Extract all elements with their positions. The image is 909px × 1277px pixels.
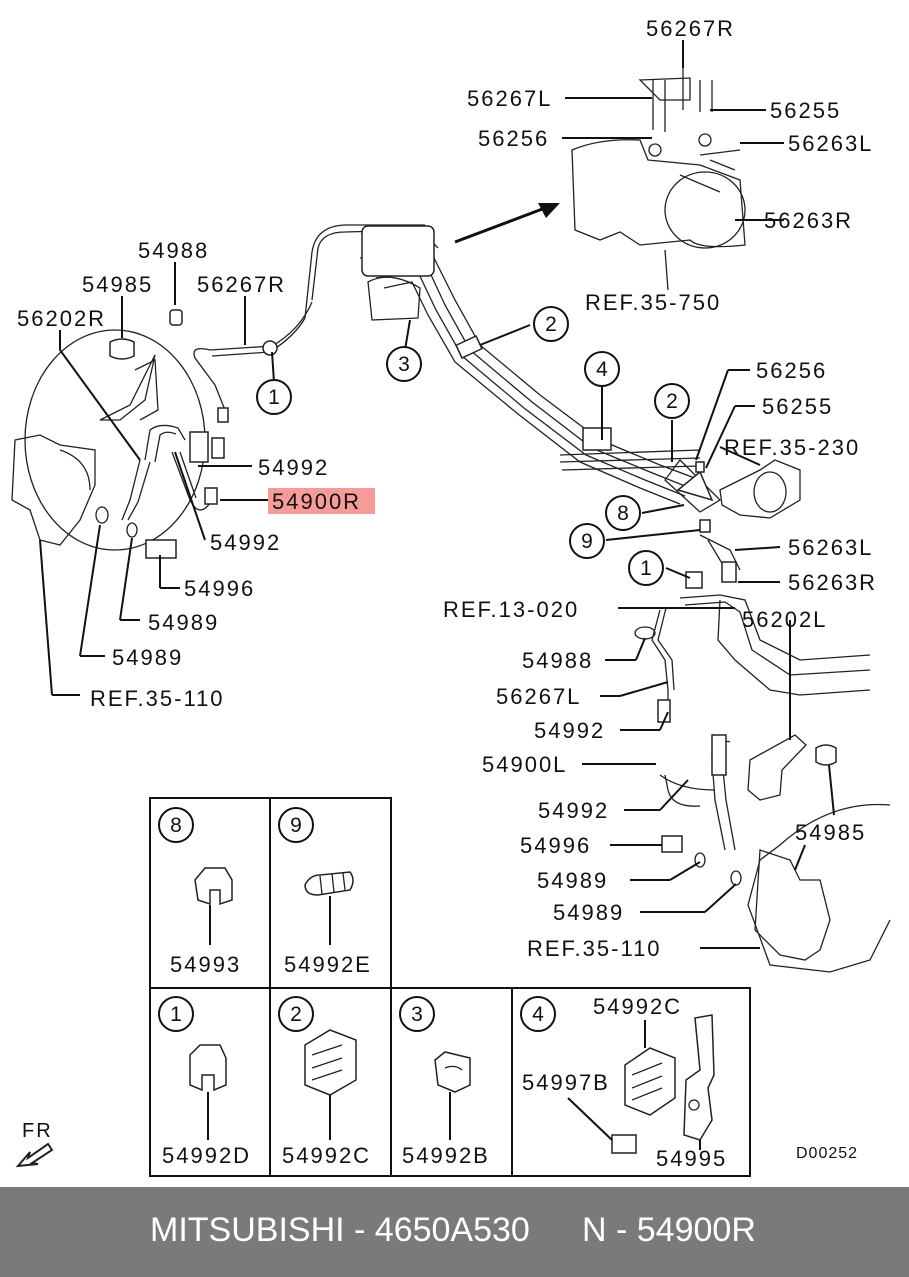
svg-text:3: 3 (411, 1003, 423, 1026)
label-54989-c: 54989 (537, 868, 608, 893)
label-56263L-mid: 56263L (788, 535, 873, 560)
label-54992-d: 54992 (538, 798, 609, 823)
label-56267L-top: 56267L (467, 86, 552, 111)
footer-bar: MITSUBISHI - 4650A530 N - 54900R (0, 1187, 909, 1277)
label-56263R-mid: 56263R (788, 570, 877, 595)
svg-text:8: 8 (617, 502, 629, 525)
circle-2-a: 2 (533, 306, 569, 342)
callout-labels: 56267R 56267L 56255 56256 56263L 56263R … (17, 16, 877, 961)
label-ref-35-110-left: REF.35-110 (90, 686, 225, 711)
master-cylinder-assembly (571, 60, 746, 291)
pipe-56267R-left (193, 301, 313, 423)
svg-text:2: 2 (290, 1003, 302, 1026)
label-56267R-left: 56267R (197, 272, 286, 297)
svg-text:4: 4 (532, 1003, 544, 1026)
label-54996-right: 54996 (520, 833, 591, 858)
parts-diagram: 56267R 56267L 56255 56256 56263L 56263R … (11, 16, 891, 1177)
inset-part-54992C-b: 54992C (593, 994, 682, 1019)
brake-line-bundle (304, 224, 701, 505)
inset-cell-3: 3 54992B (399, 996, 490, 1168)
svg-text:1: 1 (170, 1003, 182, 1026)
svg-text:2: 2 (545, 313, 557, 336)
inset-cell-9: 9 54992E (278, 807, 372, 977)
highlight-54900R (268, 488, 375, 514)
inset-part-54997B: 54997B (522, 1070, 610, 1095)
label-56202R: 56202R (17, 306, 106, 331)
label-56256-mid: 56256 (756, 358, 827, 383)
inset-cell-8: 8 54993 (158, 807, 241, 977)
label-54996-left: 54996 (184, 576, 255, 601)
label-54985-left: 54985 (82, 272, 153, 297)
svg-text:9: 9 (581, 530, 593, 553)
label-ref-35-230: REF.35-230 (724, 435, 860, 460)
svg-text:1: 1 (640, 557, 652, 580)
label-ref-13-020: REF.13-020 (443, 597, 579, 622)
label-54992-a: 54992 (258, 455, 329, 480)
inset-parts-table: 8 54993 9 54992E 1 54992D 2 54992C (149, 797, 751, 1177)
proportioning-valve (664, 459, 801, 589)
inset-cell-4: 4 54992C 54997B 54995 (520, 994, 727, 1171)
svg-text:8: 8 (170, 814, 182, 837)
right-wheel-assembly (634, 594, 891, 973)
footer-brand-part: MITSUBISHI - 4650A530 (150, 1211, 530, 1249)
svg-text:9: 9 (290, 814, 302, 837)
inset-cell-1: 1 54992D (158, 996, 251, 1168)
label-54992-c: 54992 (534, 718, 605, 743)
inset-part-54992C-a: 54992C (282, 1143, 371, 1168)
circle-4: 4 (584, 351, 620, 387)
fr-label: FR (22, 1120, 53, 1142)
label-56255-mid: 56255 (762, 394, 833, 419)
label-54989-b: 54989 (112, 645, 183, 670)
label-54989-d: 54989 (553, 900, 624, 925)
circle-8: 8 (605, 495, 641, 531)
svg-text:3: 3 (398, 353, 410, 376)
label-54992-b: 54992 (210, 530, 281, 555)
label-56263R-top: 56263R (764, 208, 853, 233)
label-54989-a: 54989 (148, 610, 219, 635)
label-56255-top: 56255 (770, 98, 841, 123)
label-54900R: 54900R (272, 489, 361, 514)
callout-circles: 1 2 3 4 2 8 9 1 (256, 306, 690, 586)
label-ref-35-110-right: REF.35-110 (527, 936, 662, 961)
svg-text:2: 2 (666, 390, 678, 413)
footer-part-number: N - 54900R (582, 1211, 756, 1249)
diagram-code: D00252 (796, 1145, 858, 1162)
inset-cell-2: 2 54992C (278, 996, 371, 1168)
label-56202L: 56202L (742, 607, 827, 632)
label-54988-left: 54988 (138, 238, 209, 263)
label-56256-top: 56256 (478, 126, 549, 151)
circle-1-a: 1 (256, 379, 292, 415)
direction-arrow (454, 203, 560, 244)
left-wheel-assembly (11, 309, 225, 559)
label-54900L: 54900L (482, 752, 567, 777)
inset-part-54992D: 54992D (162, 1143, 251, 1168)
svg-text:4: 4 (596, 358, 608, 381)
label-56267L-right: 56267L (496, 684, 581, 709)
inset-part-54992B: 54992B (402, 1143, 490, 1168)
inset-part-54993: 54993 (170, 952, 241, 977)
front-direction-indicator: FR (15, 1120, 54, 1168)
svg-text:1: 1 (268, 386, 280, 409)
inset-part-54992E: 54992E (284, 952, 372, 977)
label-54985-right: 54985 (795, 820, 866, 845)
label-56267R-top: 56267R (646, 16, 735, 41)
circle-2-b: 2 (654, 383, 690, 419)
label-54988-right: 54988 (522, 648, 593, 673)
inset-part-54995: 54995 (656, 1146, 727, 1171)
circle-1-b: 1 (628, 550, 664, 586)
circle-3: 3 (386, 346, 422, 382)
label-ref-35-750: REF.35-750 (585, 290, 721, 315)
label-56263L-top: 56263L (788, 131, 873, 156)
leader-lines (39, 40, 835, 949)
circle-9: 9 (569, 523, 605, 559)
